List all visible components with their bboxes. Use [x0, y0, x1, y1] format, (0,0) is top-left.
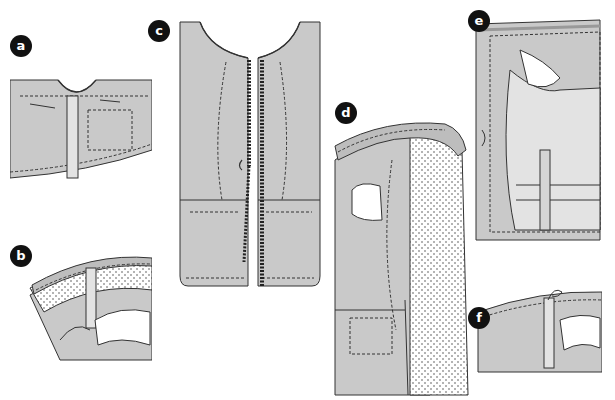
panel-b: [30, 257, 152, 360]
panel-d: [335, 123, 468, 395]
callout-letter: a: [10, 35, 32, 57]
panel-f: [478, 290, 602, 372]
callout-letter: f: [468, 307, 490, 329]
callout-letter: e: [468, 10, 490, 32]
panel-e: [476, 20, 600, 240]
callout-letter: d: [335, 102, 357, 124]
panel-c: [180, 22, 320, 286]
callout-letter: b: [10, 245, 32, 267]
callout-letter: c: [148, 20, 170, 42]
panel-a: [10, 80, 152, 178]
